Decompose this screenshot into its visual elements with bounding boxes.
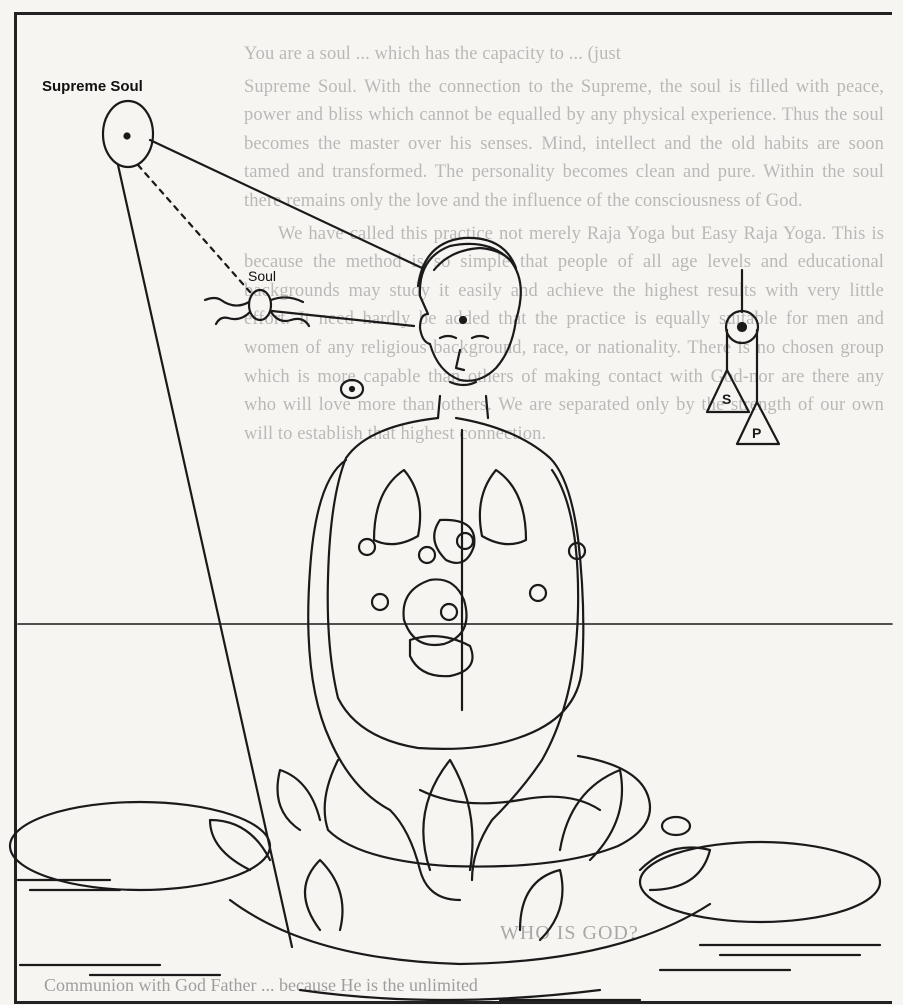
- neck: [438, 396, 488, 418]
- label-soul: Soul: [248, 268, 276, 284]
- forehead-point: [460, 317, 466, 323]
- soul-wings: [205, 297, 309, 326]
- lotus-leaf-right: [640, 842, 880, 922]
- lotus-leaf-left: [10, 802, 270, 890]
- lungs: [374, 470, 526, 544]
- ray-dotted: [138, 165, 250, 292]
- heart: [434, 520, 474, 563]
- label-supreme-soul: Supreme Soul: [42, 78, 143, 95]
- hair: [418, 238, 516, 286]
- head: [420, 244, 521, 381]
- pulley-icon: [707, 270, 779, 444]
- legs: [325, 756, 650, 867]
- torso: [328, 418, 584, 749]
- soul-oval: [249, 290, 271, 320]
- ray-to-forehead: [150, 140, 422, 268]
- supreme-soul-point: [125, 134, 130, 139]
- pulley-weight-label-s: S: [722, 391, 731, 407]
- lotus-base: [230, 900, 710, 1000]
- pulley-weight-label-p: P: [752, 425, 761, 441]
- water-lines: [18, 624, 892, 1000]
- energy-points: [341, 380, 690, 835]
